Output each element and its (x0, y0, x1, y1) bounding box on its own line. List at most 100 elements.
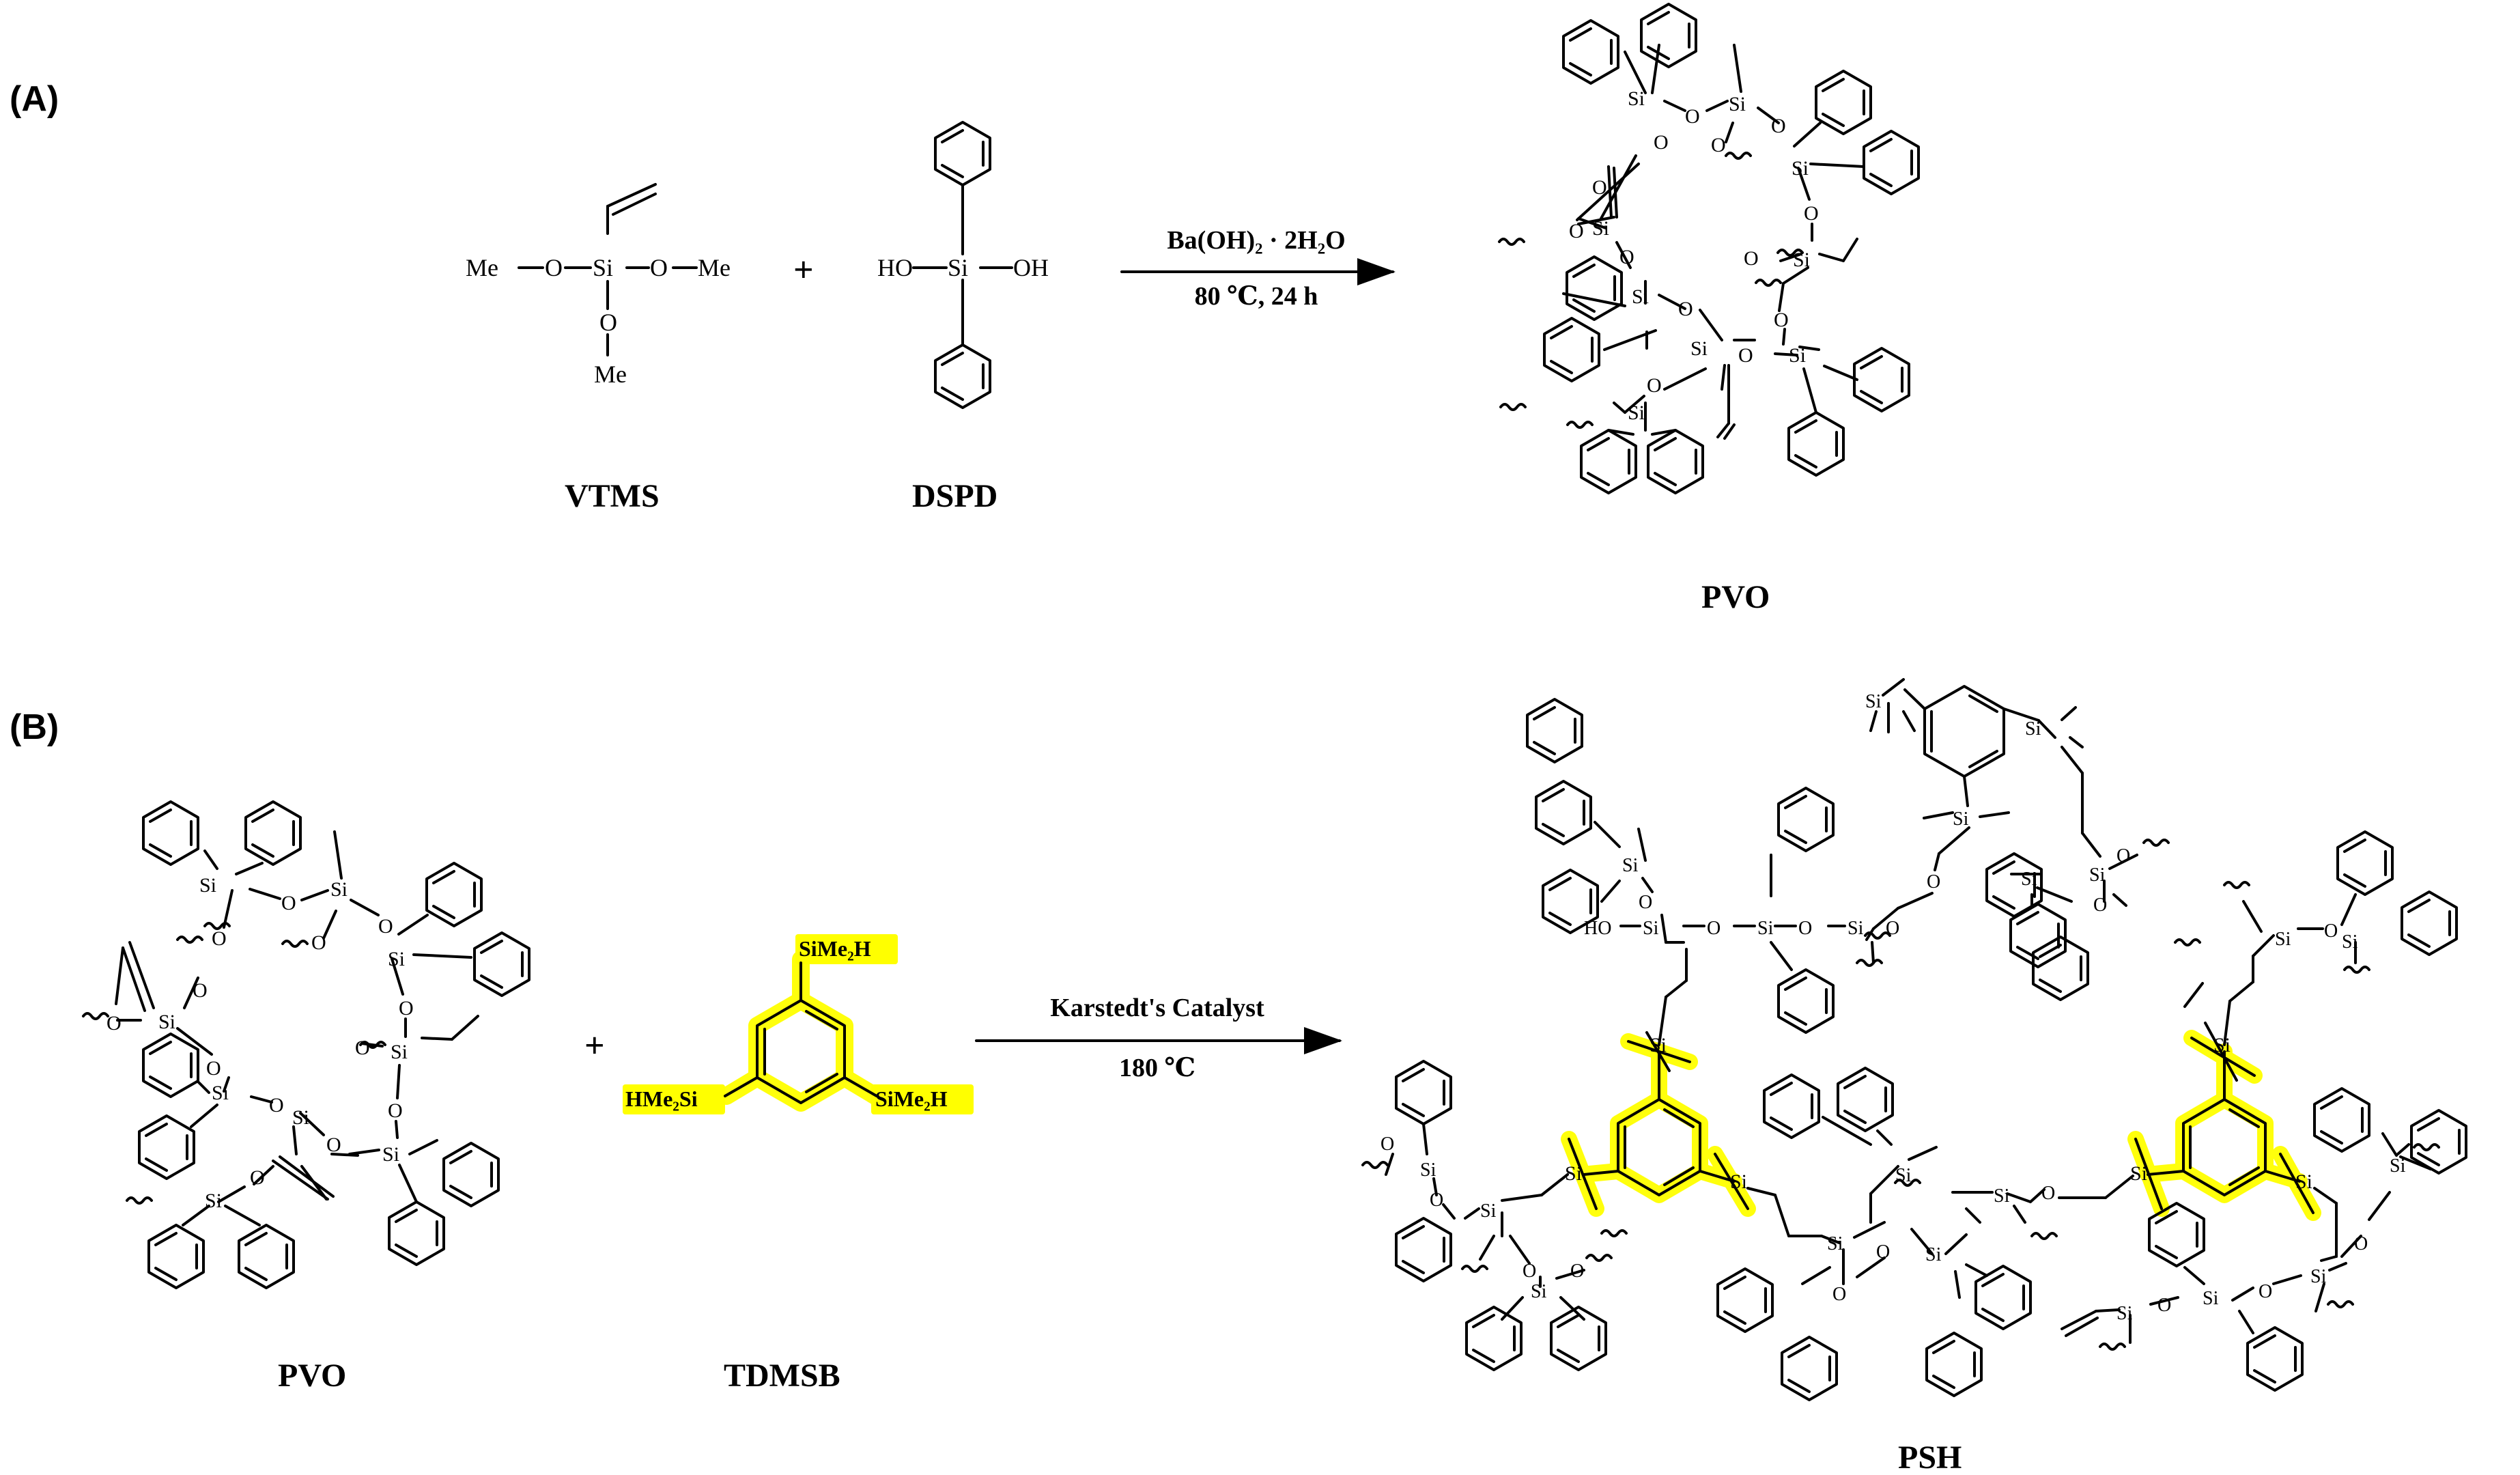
panel-label-a: (A) (10, 79, 59, 119)
dspd-structure: HO Si OH (877, 121, 1049, 409)
psh-o-15: O (2354, 1233, 2368, 1254)
dspd-si: Si (948, 254, 968, 281)
pvo-b-o-2: O (212, 927, 227, 950)
pvo-b-o-4: O (378, 915, 393, 938)
psh-si-4: Si (1847, 918, 1864, 939)
pvo-a-o-1: O (1685, 105, 1700, 128)
psh-o-13: O (1876, 1241, 1890, 1263)
pvo-a-o-6: O (1744, 247, 1759, 270)
pvo-a-o-3: O (1711, 134, 1726, 156)
pvo-a-si-7: Si (1690, 337, 1708, 360)
pvo-b-o-6: O (355, 1037, 370, 1059)
tdmsb-sime2h-top: SiMe₂H (799, 936, 871, 961)
condition-a-catalyst: Ba(OH)₂ · 2H₂O (1167, 226, 1345, 255)
tdmsb-hme2si-left: HMe₂Si (625, 1086, 698, 1111)
pvo-b-o-7: O (388, 1099, 403, 1122)
pvo-b-o-13: O (250, 1166, 265, 1189)
vtms-structure: Me O Si O Me O Me (466, 183, 731, 388)
vtms-o-bottom: O (599, 309, 617, 336)
pvo-b-si-8: Si (292, 1106, 309, 1129)
pvo-a-o-4: O (1771, 115, 1786, 137)
panel-label-b: (B) (10, 707, 59, 747)
plus-sign-a: + (793, 251, 814, 290)
psh-si-5: Si (1865, 691, 1882, 712)
psh-si-core1-top: Si (1650, 1034, 1667, 1056)
psh-o-16: O (2259, 1281, 2272, 1302)
psh-o-9: O (1430, 1190, 1443, 1211)
vtms-label: VTMS (565, 478, 660, 514)
dspd-ho: HO (877, 254, 913, 281)
psh-si-10: Si (1420, 1160, 1436, 1181)
pvo-a-o-9: O (1569, 220, 1584, 242)
pvo-a-si-8: Si (1789, 344, 1806, 367)
vtms-o-left: O (545, 254, 563, 281)
psh-si-19: Si (2203, 1288, 2219, 1309)
psh-si-21: Si (2275, 929, 2291, 950)
psh-si-1: Si (1622, 855, 1639, 876)
pvo-a-si-9: Si (1628, 402, 1645, 424)
psh-o-17: O (2157, 1295, 2171, 1316)
pvo-a-o-11: O (1678, 298, 1693, 320)
psh-o-5: O (2116, 845, 2130, 867)
psh-o-1: O (1639, 892, 1652, 913)
vtms-me-left: Me (466, 254, 498, 281)
pvo-b-si-6: Si (158, 1011, 175, 1033)
pvo-b-o-10: O (206, 1057, 221, 1080)
pvo-a-si-4: Si (1793, 249, 1810, 271)
pvo-b-o-9: O (107, 1012, 122, 1035)
condition-b-temperature: 180 ℃ (1119, 1054, 1195, 1082)
pvo-a-si-6: Si (1632, 285, 1649, 308)
psh-label: PSH (1898, 1439, 1962, 1475)
psh-si-2: Si (1643, 918, 1659, 939)
pvo-b-o-12: O (326, 1134, 341, 1156)
pvo-a-si-3: Si (1792, 157, 1809, 180)
psh-si-core1-left: Si (1565, 1162, 1582, 1185)
pvo-a-o-8: O (1592, 176, 1607, 199)
pvo-b-si-5: Si (382, 1143, 399, 1166)
psh-si-3: Si (1757, 918, 1774, 939)
pvo-b-o-5: O (399, 997, 414, 1020)
psh-si-9: Si (2021, 869, 2037, 890)
psh-si-12: Si (1531, 1281, 1547, 1302)
tdmsb-structure: SiMe₂H HMe₂Si SiMe₂H (623, 934, 974, 1114)
psh-si-core2-left: Si (2130, 1162, 2147, 1185)
psh-si-11: Si (1480, 1200, 1497, 1222)
psh-si-18: Si (2310, 1266, 2327, 1287)
pvo-b-si-7: Si (212, 1082, 229, 1104)
vtms-si: Si (593, 254, 613, 281)
psh-o-11: O (1570, 1261, 1584, 1282)
psh-o-18: O (2324, 921, 2338, 942)
psh-o-3: O (1798, 918, 1812, 939)
psh-si-17: Si (2390, 1155, 2406, 1177)
psh-o-4: O (1886, 918, 1899, 939)
psh-si-14: Si (1895, 1165, 1912, 1186)
psh-si-20: Si (2116, 1303, 2133, 1324)
pvo-b-si-4: Si (391, 1041, 408, 1063)
pvo-b-o-1: O (281, 892, 296, 914)
pvo-b-si-9: Si (205, 1190, 222, 1212)
psh-si-core2-top: Si (2213, 1034, 2231, 1056)
psh-si-13: Si (1827, 1233, 1843, 1254)
psh-o-6: O (2093, 895, 2107, 916)
vtms-me-right: Me (698, 254, 731, 281)
vtms-o-right: O (650, 254, 668, 281)
dspd-oh: OH (1013, 254, 1049, 281)
psh-o-10: O (1523, 1261, 1536, 1282)
pvo-a-o-12: O (1738, 344, 1753, 367)
psh-ho: HO (1584, 918, 1611, 939)
tdmsb-sime2h-right: SiMe₂H (875, 1086, 948, 1111)
pvo-label-a: PVO (1701, 579, 1770, 615)
psh-si-16: Si (1994, 1185, 2010, 1207)
psh-si-22: Si (2342, 931, 2358, 953)
pvo-a-o-5: O (1804, 202, 1819, 225)
psh-si-core1-right: Si (1730, 1170, 1747, 1193)
psh-si-15: Si (1925, 1244, 1942, 1265)
dspd-label: DSPD (912, 478, 997, 514)
pvo-label-b: PVO (278, 1358, 346, 1394)
pvo-reagent-structure-b: Si O Si O O O Si O O Si O Si O O Si O Si… (82, 800, 530, 1289)
plus-sign-b: + (584, 1026, 605, 1065)
psh-o-7: O (1927, 871, 1940, 893)
psh-si-6: Si (2025, 718, 2041, 740)
pvo-b-o-11: O (269, 1094, 284, 1116)
